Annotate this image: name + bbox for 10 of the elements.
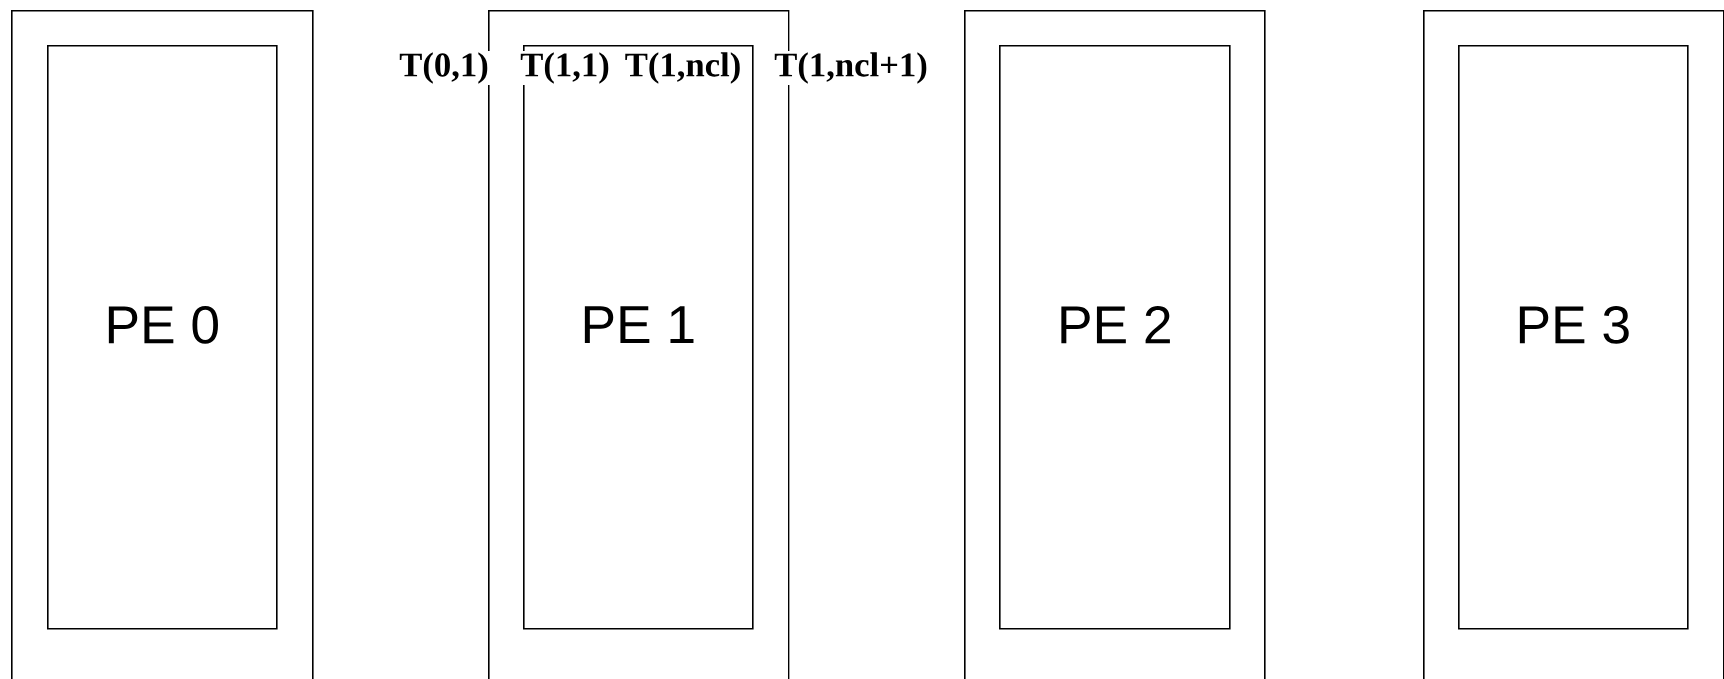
index-label: T(0,1) (397, 50, 491, 86)
index-label: T(1,ncl+1) (772, 50, 930, 86)
pe-box: PE 0 (47, 45, 278, 630)
outer-box (964, 10, 1266, 679)
pe-box: PE 3 (1458, 45, 1689, 630)
outer-box (1423, 10, 1724, 679)
index-label: T(1,1) (518, 50, 612, 86)
outer-box (11, 10, 314, 679)
pe-box: PE 2 (999, 45, 1231, 630)
index-label: T(1,ncl) (623, 50, 743, 86)
